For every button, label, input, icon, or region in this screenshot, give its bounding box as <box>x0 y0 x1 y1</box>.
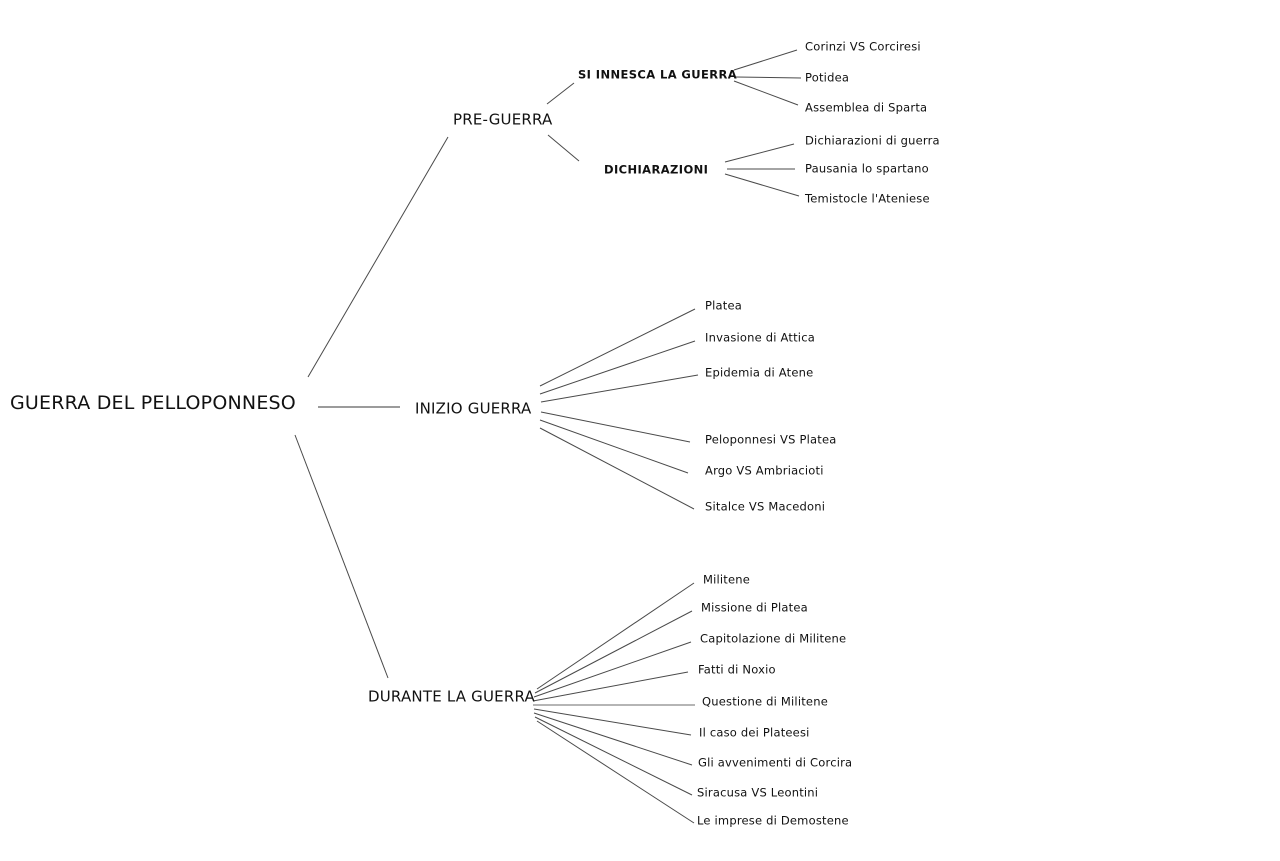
connector-siinnesca-potidea <box>735 76 802 79</box>
leaf-potidea[interactable]: Potidea <box>805 70 850 85</box>
leaf-epidemia-di-atene[interactable]: Epidemia di Atene <box>705 365 814 380</box>
leaf-corinzi-vs-corciresi[interactable]: Corinzi VS Corciresi <box>805 39 921 54</box>
connector-durante-imprese <box>536 720 695 824</box>
connector-dichiarazioni-temistocle <box>724 173 800 197</box>
leaf-fatti-di-noxio[interactable]: Fatti di Noxio <box>698 662 776 677</box>
leaf-pausania-lo-spartano[interactable]: Pausania lo spartano <box>805 161 929 176</box>
connector-durante-fatti <box>532 671 689 702</box>
leaf-temistocle-l-ateniese[interactable]: Temistocle l'Ateniese <box>805 191 930 206</box>
connector-inizio-peloponnesi <box>540 411 691 443</box>
connector-inizio-argo <box>539 419 689 474</box>
connector-siinnesca-assemblea <box>733 80 799 106</box>
leaf-invasione-di-attica[interactable]: Invasione di Attica <box>705 330 815 345</box>
connector-inizio-invasione <box>539 340 696 395</box>
leaf-platea[interactable]: Platea <box>705 298 743 313</box>
node-dichiarazioni[interactable]: DICHIARAZIONI <box>604 162 709 177</box>
node-si-innesca-la-guerra[interactable]: SI INNESCA LA GUERRA <box>578 67 738 82</box>
connector-siinnesca-corinzi <box>733 49 798 71</box>
connector-durante-siracusa <box>534 716 693 796</box>
leaf-questione-di-militene[interactable]: Questione di Militene <box>702 694 828 709</box>
connector-preguerra-dichiarazioni <box>547 134 580 162</box>
node-inizio-guerra[interactable]: INIZIO GUERRA <box>415 399 532 418</box>
connector-root-durante <box>294 434 389 679</box>
connector-dichiarazioni-guerra <box>724 143 795 163</box>
node-guerra-del-pelloponneso[interactable]: GUERRA DEL PELLOPONNESO <box>10 392 296 415</box>
leaf-militene[interactable]: Militene <box>703 572 751 587</box>
leaf-le-imprese-di-demostene[interactable]: Le imprese di Demostene <box>697 813 849 828</box>
leaf-capitolazione-di-militene[interactable]: Capitolazione di Militene <box>700 631 847 646</box>
connector-durante-missione <box>534 610 693 694</box>
leaf-assemblea-di-sparta[interactable]: Assemblea di Sparta <box>805 100 928 115</box>
node-durante-la-guerra[interactable]: DURANTE LA GUERRA <box>368 687 535 706</box>
leaf-il-caso-dei-plateesi[interactable]: Il caso dei Plateesi <box>699 725 810 740</box>
connector-root-preguerra <box>307 136 449 378</box>
connector-inizio-epidemia <box>540 374 699 403</box>
leaf-sitalce-vs-macedoni[interactable]: Sitalce VS Macedoni <box>705 499 826 514</box>
connector-durante-avvenimenti <box>533 712 693 766</box>
leaf-dichiarazioni-di-guerra[interactable]: Dichiarazioni di guerra <box>805 133 940 148</box>
leaf-peloponnesi-vs-platea[interactable]: Peloponnesi VS Platea <box>705 432 837 447</box>
connector-durante-militene <box>536 582 695 690</box>
leaf-gli-avvenimenti-di-corcira[interactable]: Gli avvenimenti di Corcira <box>698 755 853 770</box>
connector-durante-capitolazione <box>533 641 692 698</box>
connector-inizio-sitalce <box>539 427 695 510</box>
connector-durante-ilcaso <box>533 708 692 736</box>
connector-preguerra-siinnesca <box>546 82 575 105</box>
leaf-argo-vs-ambriacioti[interactable]: Argo VS Ambriacioti <box>705 463 824 478</box>
node-pre-guerra[interactable]: PRE-GUERRA <box>453 110 553 129</box>
connector-inizio-platea <box>539 308 696 387</box>
leaf-siracusa-vs-leontini[interactable]: Siracusa VS Leontini <box>697 785 819 800</box>
leaf-missione-di-platea[interactable]: Missione di Platea <box>701 600 808 615</box>
